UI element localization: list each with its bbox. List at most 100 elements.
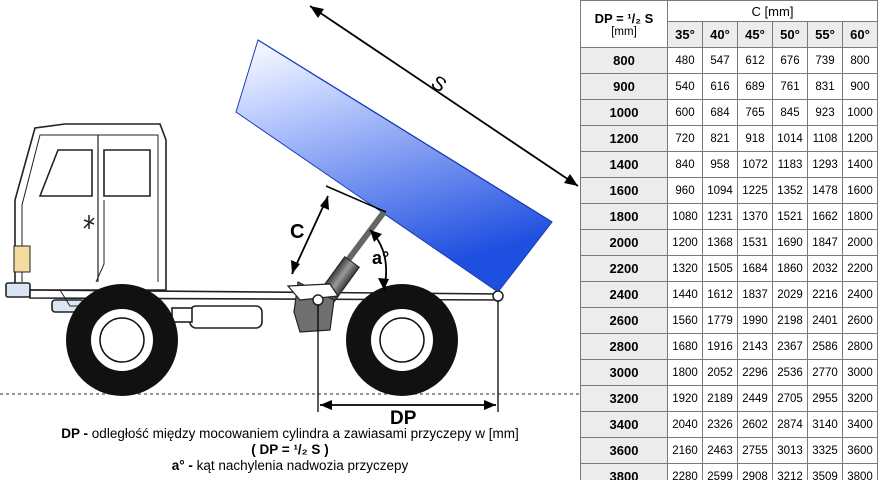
diagram-caption: DP - odległość między mocowaniem cylindr… — [0, 426, 580, 474]
c-value-cell: 2032 — [807, 255, 843, 282]
c-value-cell: 1916 — [702, 333, 738, 360]
c-value-cell: 1352 — [772, 177, 808, 204]
bed-hinge — [492, 290, 504, 302]
cylinder-mount — [312, 294, 324, 306]
c-value-cell: 2280 — [667, 463, 703, 480]
c-value-cell: 600 — [667, 99, 703, 126]
label-c: C — [290, 221, 304, 243]
c-value-cell: 923 — [807, 99, 843, 126]
c-value-cell: 2400 — [842, 281, 878, 308]
angle-header: 45° — [737, 21, 773, 48]
c-value-cell: 2600 — [842, 307, 878, 334]
c-value-cell: 1108 — [807, 125, 843, 152]
c-value-cell: 1531 — [737, 229, 773, 256]
c-value-cell: 1478 — [807, 177, 843, 204]
c-value-cell: 1505 — [702, 255, 738, 282]
c-value-cell: 1000 — [842, 99, 878, 126]
dp-value-cell: 3600 — [580, 437, 668, 464]
dp-value-cell: 1600 — [580, 177, 668, 204]
c-value-cell: 2040 — [667, 411, 703, 438]
c-arrow-bottom-icon — [291, 260, 300, 274]
cylinder-length-table: DP = ¹/₂ S [mm] C [mm] 35°40°45°50°55°60… — [580, 0, 880, 480]
c-value-cell: 2536 — [772, 359, 808, 386]
c-dimension-line — [291, 195, 329, 275]
dp-value-cell: 3000 — [580, 359, 668, 386]
dp-value-cell: 1400 — [580, 151, 668, 178]
c-value-cell: 1779 — [702, 307, 738, 334]
caption-line-3: a° - kąt nachylenia nadwozia przyczepy — [171, 458, 409, 473]
c-value-cell: 2770 — [807, 359, 843, 386]
c-value-cell: 1225 — [737, 177, 773, 204]
handle-mark — [83, 215, 95, 229]
angle-arrow-top-icon — [370, 230, 382, 242]
angle-header: 60° — [842, 21, 878, 48]
label-dp: DP — [390, 408, 417, 429]
dp-value-cell: 2400 — [580, 281, 668, 308]
c-value-cell: 1080 — [667, 203, 703, 230]
c-value-cell: 689 — [737, 73, 773, 100]
c-value-cell: 900 — [842, 73, 878, 100]
c-value-cell: 2955 — [807, 385, 843, 412]
dump-bed — [235, 39, 553, 293]
c-value-cell: 1440 — [667, 281, 703, 308]
c-value-cell: 739 — [807, 47, 843, 74]
c-value-cell: 2367 — [772, 333, 808, 360]
c-value-cell: 612 — [737, 47, 773, 74]
s-arrow-end-icon — [564, 174, 578, 186]
c-value-cell: 1690 — [772, 229, 808, 256]
c-value-cell: 2029 — [772, 281, 808, 308]
c-value-cell: 3800 — [842, 463, 878, 480]
c-value-cell: 616 — [702, 73, 738, 100]
label-angle: a° — [372, 248, 389, 268]
c-value-cell: 2705 — [772, 385, 808, 412]
angle-header-row: 35°40°45°50°55°60° — [581, 21, 878, 48]
c-value-cell: 1990 — [737, 307, 773, 334]
c-value-cell: 2143 — [737, 333, 773, 360]
caption-line-1: DP - odległość między mocowaniem cylindr… — [61, 426, 519, 441]
c-value-cell: 547 — [702, 47, 738, 74]
c-value-cell: 2160 — [667, 437, 703, 464]
bed-inner-line — [257, 39, 553, 223]
c-value-cell: 2908 — [737, 463, 773, 480]
cab-light — [13, 245, 31, 273]
c-value-cell: 540 — [667, 73, 703, 100]
c-value-cell: 1800 — [842, 203, 878, 230]
c-value-cell: 3013 — [772, 437, 808, 464]
c-value-cell: 3000 — [842, 359, 878, 386]
dump-truck-diagram: S C a° DP — [0, 5, 580, 429]
c-value-cell: 761 — [772, 73, 808, 100]
c-value-cell: 3509 — [807, 463, 843, 480]
s-arrow-start-icon — [310, 6, 324, 18]
c-value-cell: 1400 — [842, 151, 878, 178]
angle-header: 40° — [702, 21, 738, 48]
c-value-cell: 1847 — [807, 229, 843, 256]
c-value-cell: 1200 — [667, 229, 703, 256]
c-value-cell: 845 — [772, 99, 808, 126]
c-value-cell: 2216 — [807, 281, 843, 308]
c-value-cell: 3212 — [772, 463, 808, 480]
c-value-cell: 3200 — [842, 385, 878, 412]
c-value-cell: 840 — [667, 151, 703, 178]
c-value-cell: 2755 — [737, 437, 773, 464]
c-value-cell: 1560 — [667, 307, 703, 334]
dp-value-cell: 2600 — [580, 307, 668, 334]
c-value-cell: 3600 — [842, 437, 878, 464]
c-arrow-top-icon — [320, 196, 329, 210]
dp-value-cell: 1000 — [580, 99, 668, 126]
angle-header: 50° — [772, 21, 808, 48]
c-value-cell: 918 — [737, 125, 773, 152]
dp-value-cell: 2800 — [580, 333, 668, 360]
